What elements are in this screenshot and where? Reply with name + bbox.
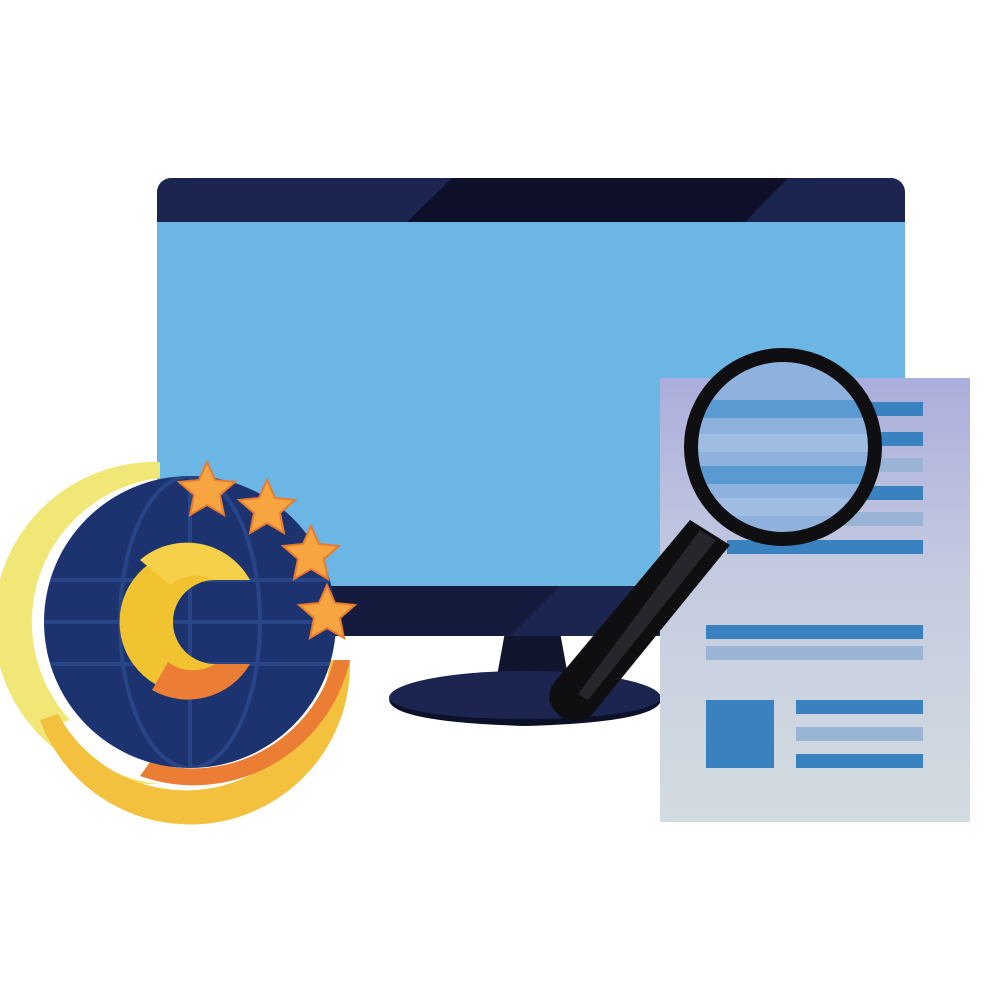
star-icon	[176, 459, 238, 517]
bezel-reflection	[407, 178, 788, 222]
copyright-badge-icon	[0, 459, 358, 825]
star-icon	[236, 477, 298, 535]
magnifier-rim	[684, 348, 882, 546]
doc-line	[706, 625, 923, 639]
doc-line	[796, 700, 923, 714]
magnifier-icon	[549, 348, 882, 722]
chin-reflection	[290, 586, 560, 636]
doc-line	[796, 727, 923, 741]
doc-line	[706, 646, 923, 660]
star-icon	[280, 523, 342, 581]
doc-image-placeholder	[706, 700, 774, 768]
star-icon	[296, 582, 358, 640]
copyright-letter-c	[119, 550, 250, 694]
doc-line	[796, 754, 923, 768]
